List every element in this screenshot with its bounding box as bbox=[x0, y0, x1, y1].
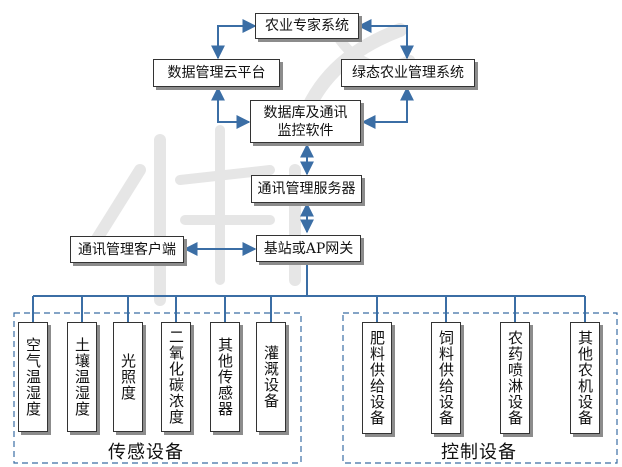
connector-green-db bbox=[361, 86, 414, 129]
node-cloud-platform: 数据管理云平台 bbox=[153, 59, 280, 87]
sensing-device-label: 灌溉设备 bbox=[262, 345, 280, 409]
node-database-software: 数据库及通讯监控软件 bbox=[250, 100, 361, 143]
connector-cloud-db bbox=[211, 86, 251, 129]
node-gateway: 基站或AP网关 bbox=[256, 235, 361, 262]
connector-expert-cloud bbox=[211, 19, 257, 60]
node-expert-system: 农业专家系统 bbox=[255, 13, 359, 39]
sensing-device-label: 光照度 bbox=[119, 353, 137, 401]
control-device-label: 肥料供给设备 bbox=[368, 330, 386, 426]
node-comm-client: 通讯管理客户端 bbox=[70, 236, 184, 263]
connector-expert-green bbox=[357, 19, 414, 60]
control-device: 农药喷淋设备 bbox=[500, 322, 530, 434]
node-comm-server: 通讯管理服务器 bbox=[251, 175, 362, 203]
sensing-group-border bbox=[13, 312, 302, 464]
sensing-device: 灌溉设备 bbox=[256, 322, 286, 432]
sensing-device-label: 其他传感器 bbox=[216, 337, 234, 417]
control-device: 其他农机设备 bbox=[570, 322, 600, 434]
sensing-device: 土壤温湿度 bbox=[67, 322, 97, 432]
sensing-device: 光照度 bbox=[113, 322, 143, 432]
sensing-device-label: 土壤温湿度 bbox=[73, 337, 91, 417]
control-group-border bbox=[342, 312, 618, 464]
control-device-label: 其他农机设备 bbox=[576, 330, 594, 426]
sensing-device-label: 二氧化碳浓度 bbox=[167, 329, 185, 425]
sensing-device: 其他传感器 bbox=[210, 322, 240, 432]
sensing-group-label: 传感设备 bbox=[108, 442, 184, 463]
control-device: 饲料供给设备 bbox=[431, 322, 461, 434]
control-device-label: 农药喷淋设备 bbox=[506, 330, 524, 426]
control-group-label: 控制设备 bbox=[441, 442, 517, 463]
control-device-label: 饲料供给设备 bbox=[437, 330, 455, 426]
node-green-ag-system: 绿态农业管理系统 bbox=[341, 59, 475, 87]
sensing-device: 二氧化碳浓度 bbox=[161, 322, 191, 432]
control-device: 肥料供给设备 bbox=[362, 322, 392, 434]
sensing-device: 空气温湿度 bbox=[18, 322, 48, 432]
sensing-device-label: 空气温湿度 bbox=[24, 337, 42, 417]
